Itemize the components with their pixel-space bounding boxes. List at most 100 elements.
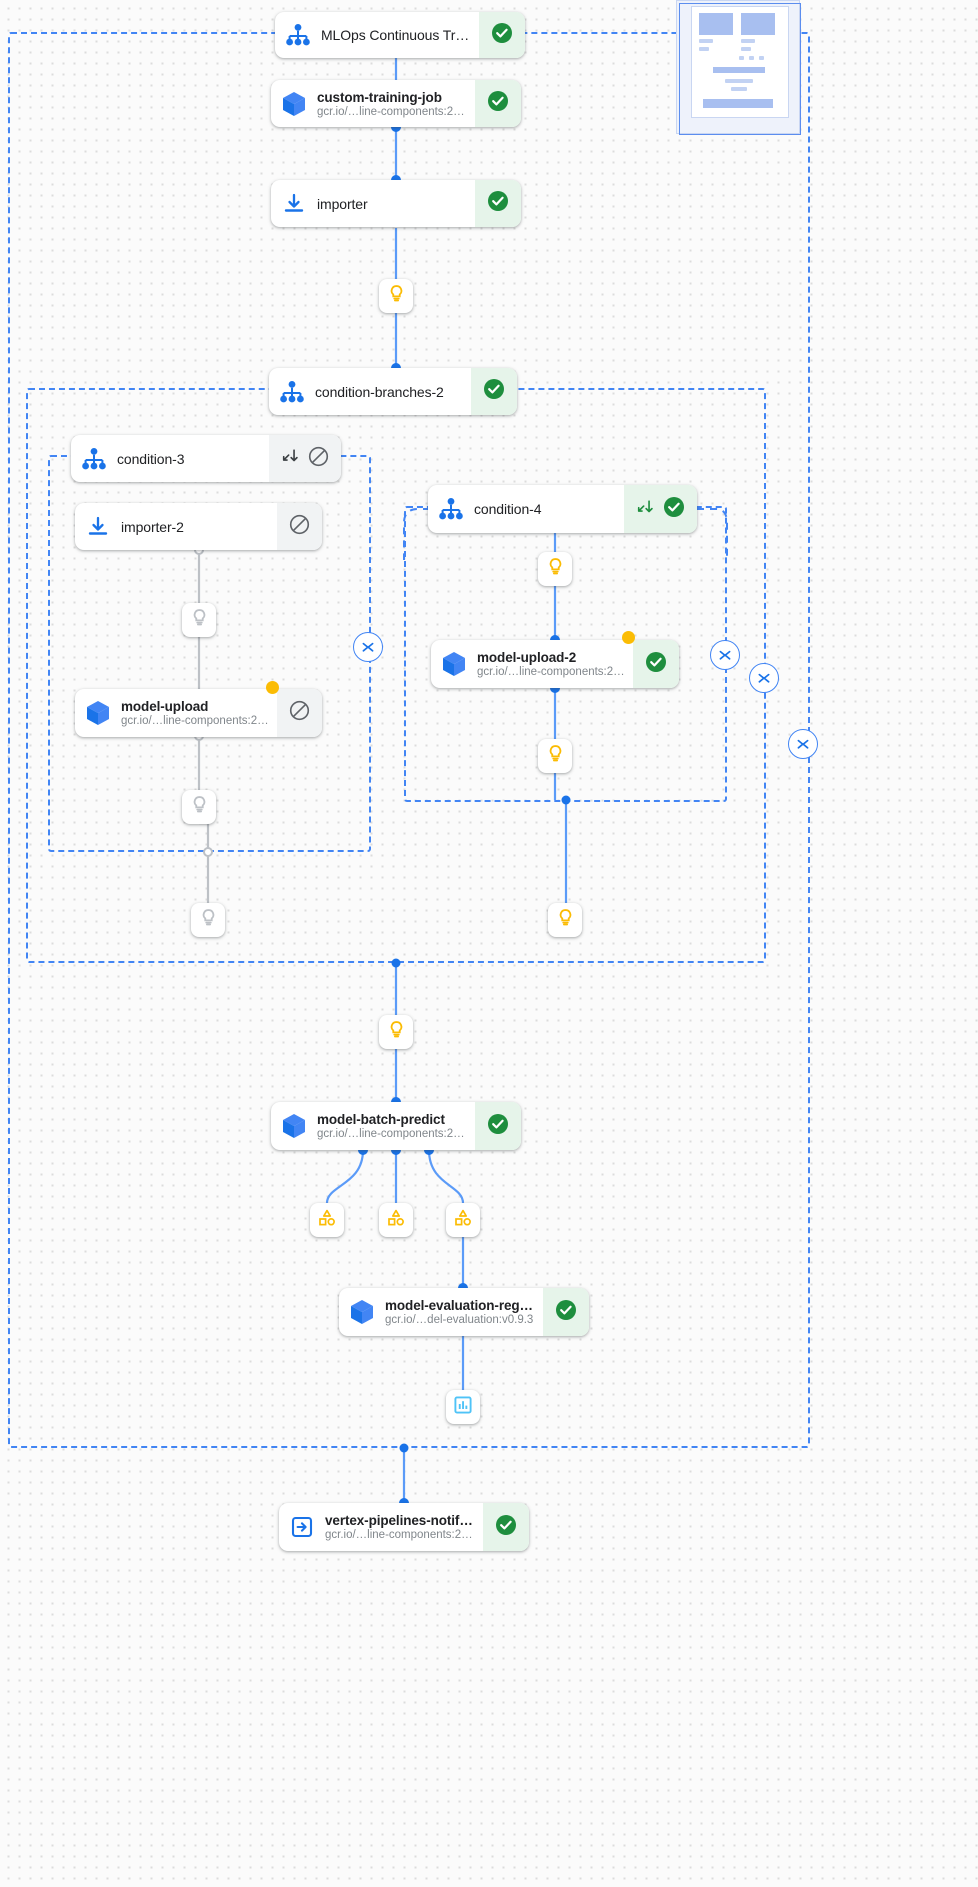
lightbulb-artifact-icon [387,1020,406,1044]
minimap-node [699,47,709,51]
artifact-model-8[interactable] [379,1015,413,1049]
status-badge-succeeded [475,80,521,127]
node-model-evaluation[interactable]: model-evaluation-regres… gcr.io/…del-eva… [339,1288,589,1336]
chevron-collapse-icon [717,647,733,663]
warning-dot-model-upload-2 [622,631,635,644]
artifact-model-5[interactable] [538,552,572,586]
artifact-model-7[interactable] [548,903,582,937]
skip-circle-icon [289,514,310,540]
status-badge-succeeded [624,485,697,533]
artifact-model-3[interactable] [182,790,216,824]
node-pipeline-root-text: MLOps Continuous Traini… [321,27,479,43]
import-download-icon [75,515,121,539]
node-model-batch-predict[interactable]: model-batch-predict gcr.io/…line-compone… [271,1102,521,1150]
minimap-node [741,47,751,51]
check-circle-icon [483,378,505,405]
container-cube-icon [339,1299,385,1325]
container-cube-icon [431,651,477,677]
node-subtitle: gcr.io/…del-evaluation:v0.9.3 [385,1314,534,1326]
node-subtitle: gcr.io/…line-components:2.6.0 [477,666,625,678]
check-circle-icon [645,651,667,678]
check-circle-icon [555,1299,577,1326]
lightbulb-artifact-icon [546,744,565,768]
chevron-collapse-icon [756,670,772,686]
lightbulb-artifact-icon [190,608,209,632]
node-vertex-pipelines-notification[interactable]: vertex-pipelines-notificat… gcr.io/…line… [279,1503,529,1551]
check-circle-icon [491,22,513,49]
node-model-upload-text: model-upload gcr.io/…line-components:2.6… [121,699,277,727]
artifact-model-2[interactable] [182,603,216,637]
status-badge-skipped [269,435,341,482]
pipeline-hierarchy-icon [269,380,315,403]
artifact-dataset-2[interactable] [379,1203,413,1237]
minimap-node [699,13,733,35]
lightbulb-artifact-icon [556,908,575,932]
node-condition-4[interactable]: condition-4 [428,485,697,533]
minimap-viewport[interactable] [679,3,801,135]
node-title: importer [317,195,368,212]
pipeline-hierarchy-icon [71,447,117,470]
exit-arrow-icon [279,1515,325,1539]
node-subtitle: gcr.io/…line-components:2.6.0 [325,1529,475,1541]
chevron-collapse-icon [795,736,811,752]
skip-circle-icon [289,700,310,726]
dataset-shapes-icon [317,1208,337,1233]
container-cube-icon [271,91,317,117]
minimap-node [731,87,747,91]
artifact-model-4[interactable] [191,903,225,937]
node-subtitle: gcr.io/…line-components:2.6.0 [317,1128,467,1140]
pipeline-hierarchy-icon [428,498,474,520]
lightbulb-artifact-icon [546,557,565,581]
status-badge-skipped [277,689,322,737]
status-badge-succeeded [479,12,525,58]
node-importer-2[interactable]: importer-2 [75,503,322,550]
node-title: model-batch-predict [317,1112,445,1127]
node-condition-3[interactable]: condition-3 [71,435,341,482]
import-download-icon [271,192,317,216]
node-importer[interactable]: importer [271,180,521,227]
status-badge-succeeded [543,1288,589,1336]
collapse-branch-icon[interactable] [281,447,299,470]
artifact-metrics[interactable] [446,1390,480,1424]
node-title: custom-training-job [317,89,442,105]
artifact-model-1[interactable] [379,279,413,313]
node-condition-3-text: condition-3 [117,451,269,467]
node-subtitle: gcr.io/…line-components:2.6.0 [121,715,269,727]
dataset-shapes-icon [453,1208,473,1233]
collapse-toggle-branches[interactable] [749,663,779,693]
dataset-shapes-icon [386,1208,406,1233]
artifact-dataset-3[interactable] [446,1203,480,1237]
metrics-bar-chart-icon [453,1395,473,1420]
artifact-model-6[interactable] [538,739,572,773]
collapse-toggle-condition-4[interactable] [710,640,740,670]
minimap-node [749,56,754,60]
collapse-toggle-outer[interactable] [788,729,818,759]
node-title: condition-4 [474,501,542,517]
node-title: importer-2 [121,518,184,535]
graph-minimap[interactable] [676,0,801,135]
node-custom-training-job[interactable]: custom-training-job gcr.io/…line-compone… [271,80,521,127]
artifact-dataset-1[interactable] [310,1203,344,1237]
node-condition-branches-2[interactable]: condition-branches-2 [269,368,517,415]
check-circle-icon [487,1113,509,1140]
status-badge-succeeded [471,368,517,415]
node-pipeline-root[interactable]: MLOps Continuous Traini… [275,12,525,58]
node-vertex-pipelines-notification-text: vertex-pipelines-notificat… gcr.io/…line… [325,1513,483,1541]
minimap-node [725,79,753,83]
node-model-upload[interactable]: model-upload gcr.io/…line-components:2.6… [75,689,322,737]
lightbulb-artifact-icon [199,908,218,932]
lightbulb-artifact-icon [387,284,406,308]
node-importer-2-text: importer-2 [121,519,277,535]
check-circle-icon [487,190,509,217]
node-condition-4-text: condition-4 [474,501,624,517]
node-model-upload-2[interactable]: model-upload-2 gcr.io/…line-components:2… [431,640,679,688]
collapse-toggle-condition-3[interactable] [353,632,383,662]
status-badge-skipped [277,503,322,550]
node-title: model-upload-2 [477,650,577,665]
node-subtitle: gcr.io/…line-components:2.6.0 [317,105,467,118]
status-badge-succeeded [483,1503,529,1551]
container-cube-icon [75,700,121,726]
collapse-branch-icon[interactable] [636,498,654,521]
